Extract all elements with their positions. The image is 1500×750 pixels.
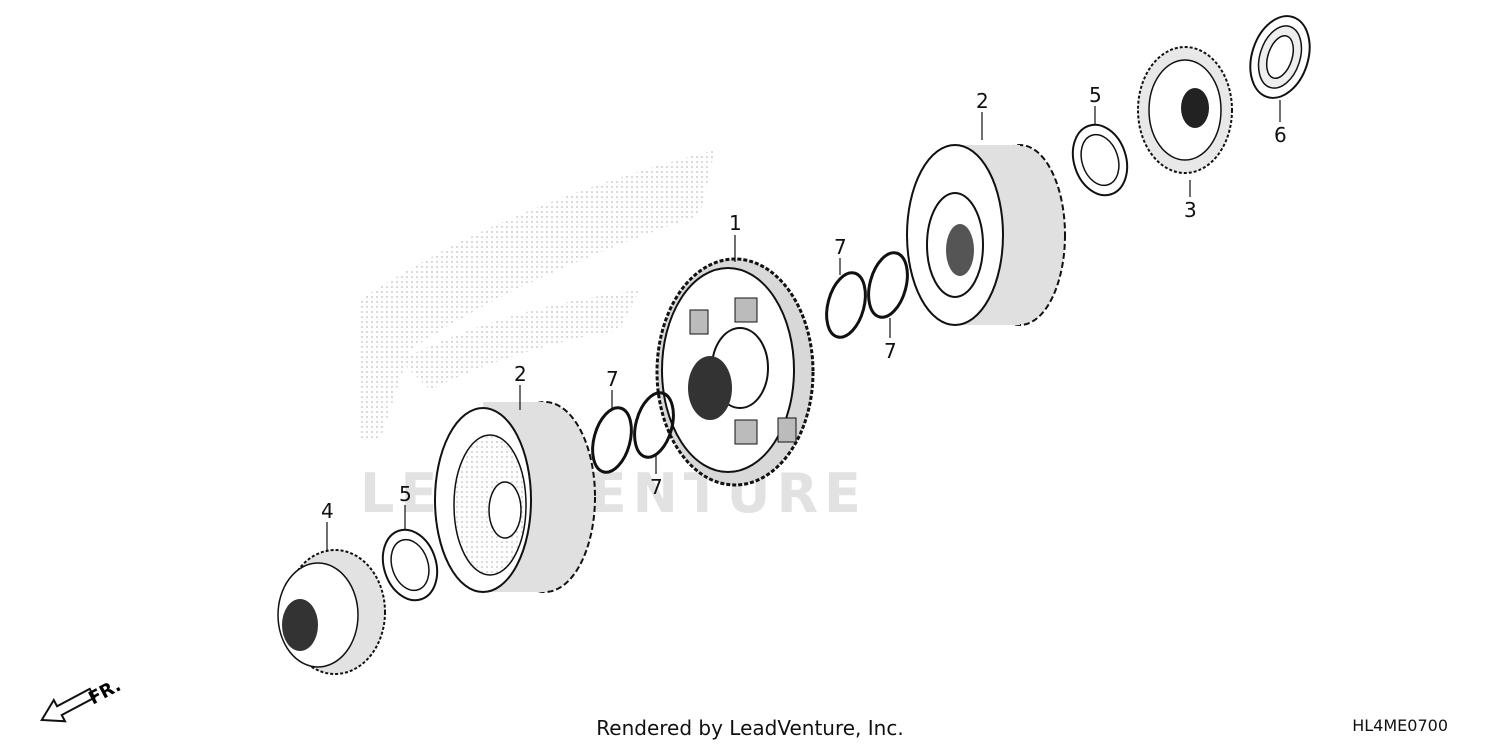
callout-2-top: 2 (976, 89, 989, 113)
callout-2-bottom: 2 (514, 362, 527, 386)
callout-4: 4 (321, 499, 334, 523)
part-7-ring-bottom-right (633, 391, 675, 459)
part-1-gear (655, 257, 815, 487)
part-6-bearing (1249, 15, 1311, 99)
callout-3: 3 (1184, 198, 1197, 222)
part-4-gear (277, 549, 386, 675)
part-7-ring-top-left (825, 271, 867, 339)
callout-5-bottom: 5 (399, 482, 412, 506)
callout-5-top: 5 (1089, 83, 1102, 107)
diagram-code: HL4ME0700 (1352, 716, 1448, 735)
callout-6: 6 (1274, 123, 1287, 147)
part-7-ring-bottom-left (591, 406, 633, 474)
part-7-ring-top-right (867, 251, 909, 319)
front-arrow-icon (40, 687, 96, 723)
part-5-washer-bottom (381, 528, 439, 602)
callout-7-bottom-right: 7 (650, 475, 663, 499)
part-3-gear (1137, 46, 1233, 174)
part-2-drum-top (906, 144, 1066, 326)
leader-lines (326, 100, 1281, 552)
callout-7-top-right: 7 (884, 339, 897, 363)
callout-7-bottom-left: 7 (606, 367, 619, 391)
front-label: FR. (85, 675, 124, 709)
callout-1: 1 (729, 211, 742, 235)
rendered-by-text: Rendered by LeadVenture, Inc. (596, 716, 904, 740)
part-2-drum-bottom (434, 401, 596, 593)
part-5-washer-top (1071, 123, 1129, 197)
watermark-logo (360, 150, 715, 440)
callout-7-top-left: 7 (834, 235, 847, 259)
